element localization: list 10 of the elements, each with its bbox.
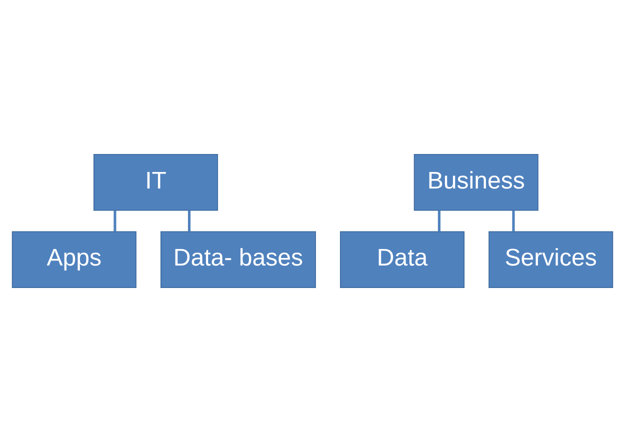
node-box: Data <box>340 230 465 288</box>
node-box: Services <box>488 230 614 288</box>
node-box: Apps <box>12 230 136 288</box>
connector <box>512 210 515 232</box>
node-box: IT <box>93 154 218 210</box>
connector <box>188 210 191 232</box>
node-box: Data- bases <box>160 230 316 288</box>
connector <box>114 210 116 232</box>
connector <box>438 210 440 232</box>
node-box: Business <box>414 154 538 210</box>
